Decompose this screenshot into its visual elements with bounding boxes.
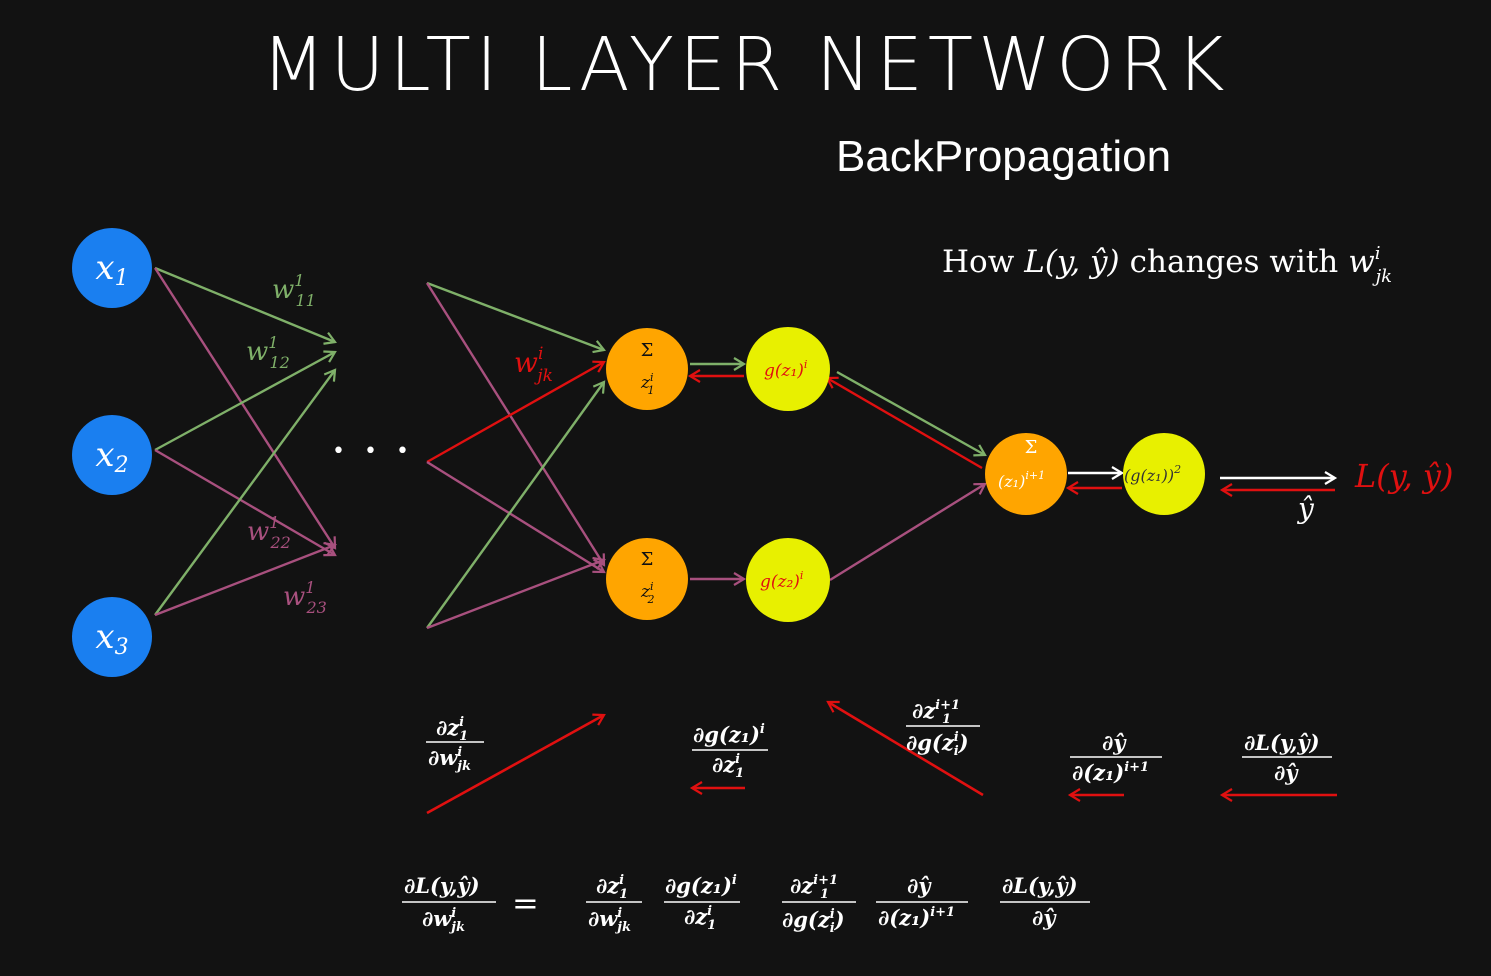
gradient-arrow-3 [826,700,984,797]
input-subscript: 2 [114,453,129,478]
equals-sign: = [512,884,539,922]
edge-g2-z3 [829,482,987,582]
svg-text:∂g(z₁)i: ∂g(z₁)i [665,873,737,898]
svg-text:∂g(z₁)i: ∂g(z₁)i [693,722,765,747]
gradient-arrows [426,700,1337,815]
input-label: x [95,435,114,475]
sigma-symbol: Σ [1025,437,1038,458]
input-label: x [95,617,114,657]
edge-c-z2 [426,556,606,630]
svg-text:∂zi1: ∂zi1 [436,715,468,744]
activation-label: g(z₂)i [760,569,803,592]
page-title: MULTI LAYER NETWORK [261,22,1230,108]
yhat-label: ŷ [1296,492,1315,525]
svg-text:∂zi1: ∂zi1 [596,873,628,902]
input-node-x1: x1 [72,228,152,308]
edge-b-z2 [426,460,606,574]
input-node-x2: x2 [72,415,152,495]
activation-label: (g(z₁))2 [1124,463,1181,485]
input-node-x3: x3 [72,597,152,677]
ellipsis: • • • [332,439,415,464]
svg-text:∂(z₁)i+1: ∂(z₁)i+1 [878,905,955,930]
svg-text:∂zi1: ∂zi1 [684,904,716,933]
input-label: x [95,248,114,288]
svg-text:∂(z₁)i+1: ∂(z₁)i+1 [1072,760,1149,785]
svg-text:∂L(y,ŷ): ∂L(y,ŷ) [404,873,480,898]
edge-z3-g1-back [825,376,983,470]
svg-text:x1: x1 [95,248,128,291]
svg-text:∂ŷ: ∂ŷ [1102,730,1127,755]
sum-node-z3: Σ (z₁)i+1 [985,433,1067,515]
svg-text:∂zi+11: ∂zi+11 [790,873,838,902]
svg-text:∂g(zii): ∂g(zii) [782,907,845,936]
edge-x3-h1 [154,368,337,616]
derivative-5: ∂L(y,ŷ) ∂ŷ [1242,730,1332,785]
sigma-symbol: Σ [641,549,654,570]
edge-a-z2 [425,282,606,567]
activation-node-g2: g(z₂)i [746,538,830,622]
svg-text:∂zi1: ∂zi1 [712,752,744,781]
edge-a-z1 [426,281,606,354]
input-edges [153,266,337,617]
derivative-4: ∂ŷ ∂(z₁)i+1 [1070,730,1162,785]
svg-text:x3: x3 [95,617,128,660]
svg-text:∂L(y,ŷ): ∂L(y,ŷ) [1244,730,1320,755]
page-subtitle: BackPropagation [836,132,1172,181]
edge-c-z1 [426,380,606,629]
edge-g1-z3 [836,370,987,457]
edge-b-z1 [426,360,606,464]
activation-node-g1: g(z₁)i [746,327,830,411]
svg-text:∂ŷ: ∂ŷ [907,873,932,898]
equation-term-5: ∂L(y,ŷ) ∂ŷ [1000,873,1090,930]
gradient-arrow-1 [426,713,606,815]
edge-x1-h2 [153,267,337,550]
sigma-symbol: Σ [641,340,654,361]
svg-text:x2: x2 [95,435,128,478]
sum-node-label: (z₁)i+1 [998,469,1045,491]
input-subscript: 3 [115,635,129,660]
svg-text:∂ŷ: ∂ŷ [1274,760,1299,785]
activation-node-g3: (g(z₁))2 [1123,433,1205,515]
loss-label: L(y, ŷ) [1354,457,1453,495]
svg-text:∂zi+11: ∂zi+11 [912,698,960,727]
layer-edges [687,357,1338,586]
edge-x2-h1 [154,350,337,452]
hidden-edges [425,281,606,630]
svg-text:∂g(zii): ∂g(zii) [906,730,969,759]
svg-text:∂L(y,ŷ): ∂L(y,ŷ) [1002,873,1078,898]
edge-x2-h2 [154,448,337,557]
input-subscript: 1 [115,266,129,291]
activation-label: g(z₁)i [764,358,807,381]
equation-term-4: ∂ŷ ∂(z₁)i+1 [876,873,968,930]
edge-x3-h2 [154,541,337,617]
edge-x1-h1 [154,266,337,345]
svg-text:∂ŷ: ∂ŷ [1032,905,1057,930]
